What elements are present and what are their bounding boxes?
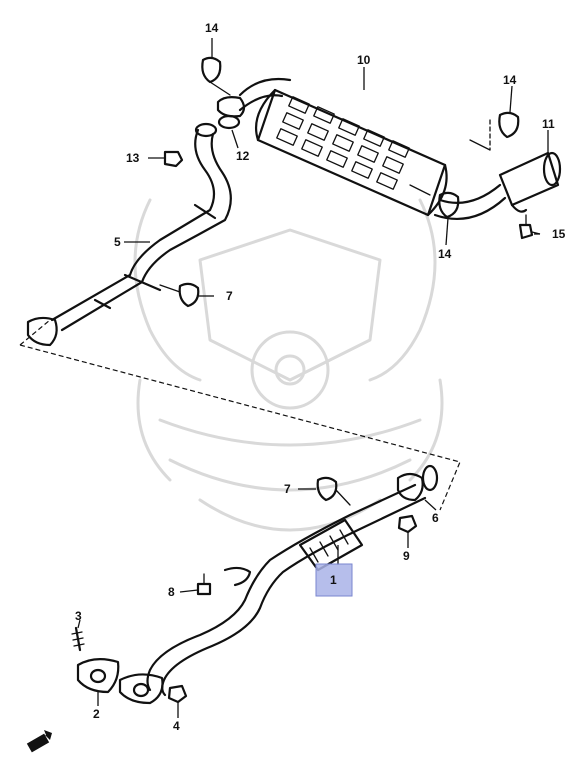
callout-14-right: 14 <box>503 73 517 87</box>
callout-14-top: 14 <box>205 21 219 35</box>
callout-3: 3 <box>75 609 82 623</box>
rubber-mount-7b[interactable] <box>316 476 351 506</box>
callout-4: 4 <box>173 719 180 733</box>
callout-7-lower: 7 <box>284 482 291 496</box>
main-muffler[interactable] <box>238 77 507 220</box>
callout-13: 13 <box>126 151 140 165</box>
callout-15: 15 <box>552 227 566 241</box>
rubber-mount-14b[interactable] <box>498 111 520 139</box>
callout-8: 8 <box>168 585 175 599</box>
callout-labels: 14 10 14 11 12 13 14 15 5 7 7 6 9 8 3 2 … <box>75 21 566 733</box>
rubber-mount-7a[interactable] <box>159 282 200 308</box>
tail-pipe[interactable] <box>498 151 562 213</box>
callout-11: 11 <box>542 117 555 131</box>
front-flange-upper[interactable] <box>216 96 246 130</box>
section-boundary <box>19 319 461 511</box>
callout-1-highlight[interactable]: 1 <box>315 563 353 597</box>
nut-4[interactable] <box>167 684 188 704</box>
bolt-15[interactable] <box>518 214 534 240</box>
callout-2: 2 <box>93 707 100 721</box>
nut-13[interactable] <box>163 150 184 168</box>
rubber-mount-14a[interactable] <box>201 56 231 96</box>
front-direction-arrow-icon <box>26 730 52 753</box>
muffler-hanger-pins <box>409 119 491 196</box>
callout-5: 5 <box>114 235 121 249</box>
front-flange-lower <box>118 673 164 705</box>
gasket-2[interactable] <box>76 658 120 694</box>
rubber-mount-14c[interactable] <box>438 191 460 219</box>
stud-3[interactable] <box>71 626 85 652</box>
callout-7-upper: 7 <box>226 289 233 303</box>
watermark-emblem <box>133 198 444 532</box>
callout-14-lower: 14 <box>438 247 452 261</box>
pipe-5-flange <box>26 316 58 347</box>
callout-10: 10 <box>357 53 371 67</box>
bolt-8[interactable] <box>196 573 212 596</box>
callout-12: 12 <box>236 149 250 163</box>
center-pipe[interactable] <box>50 122 232 332</box>
rear-flange-gasket[interactable] <box>396 464 439 502</box>
front-pipe-catalyst[interactable] <box>146 483 427 697</box>
callout-6: 6 <box>432 511 439 525</box>
nut-9[interactable] <box>397 514 418 534</box>
callout-9: 9 <box>403 549 410 563</box>
callout-1: 1 <box>330 573 337 587</box>
